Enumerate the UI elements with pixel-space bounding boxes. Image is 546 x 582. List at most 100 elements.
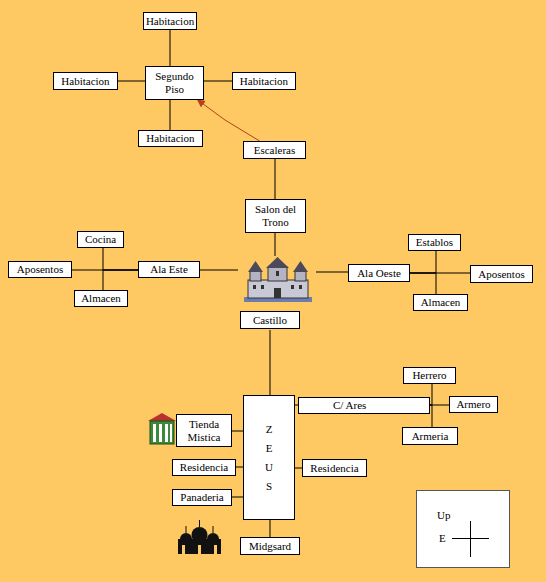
connector-line (316, 272, 348, 273)
location-box: Ala Oeste (348, 264, 410, 282)
location-name: Almacen (421, 296, 461, 309)
location-box: Establos (408, 234, 461, 251)
connector-line (275, 159, 276, 199)
connector-line (410, 251, 436, 273)
connector-line (275, 233, 276, 256)
temple-arch (198, 545, 201, 554)
shop-wall (150, 421, 174, 444)
location-name: Establos (416, 236, 453, 249)
castle-window (276, 271, 279, 276)
compass-label: Up (437, 509, 450, 522)
location-box: Habitacion (138, 130, 203, 147)
location-box: Aposentos (470, 265, 533, 283)
location-name: Midgsard (249, 540, 291, 553)
castle-node: Castillo (238, 256, 316, 330)
location-name: Cocina (85, 233, 116, 246)
location-name: Aposentos (17, 263, 63, 276)
castle-label-box: Castillo (240, 311, 300, 329)
castle-window (261, 285, 264, 289)
location-name: Residencia (180, 461, 228, 474)
castle-roof (248, 261, 263, 272)
location-name: Aposentos (478, 268, 524, 281)
castle-tower (250, 271, 261, 281)
shop-roof (148, 413, 176, 421)
location-box: Residencia (172, 459, 236, 476)
location-name: Castillo (253, 314, 287, 327)
castle-icon (244, 257, 312, 302)
temple-arch (214, 545, 217, 554)
location-name: Z E U S (264, 420, 275, 496)
connector-line (236, 467, 243, 468)
castle-tower (295, 271, 306, 281)
connector-line (103, 248, 138, 270)
castle-wall (248, 280, 308, 298)
location-box: Habitacion (232, 72, 296, 90)
connector-line (204, 81, 232, 82)
location-name: Armeria (412, 430, 449, 443)
connector-line (232, 431, 243, 432)
location-box: Habitacion (143, 12, 197, 30)
connector-line (103, 270, 138, 290)
connector-line (200, 270, 238, 271)
castle-tower (268, 267, 287, 281)
location-box: Tienda Mistica (176, 414, 232, 447)
connector-line (232, 497, 243, 498)
shop-stripe (170, 424, 172, 442)
temple-dome (180, 533, 192, 545)
castle-roof (293, 261, 308, 272)
location-name: Habitacion (61, 75, 109, 88)
location-box: Armeria (402, 427, 458, 445)
location-name: C/ Ares (333, 399, 366, 412)
connector-line (430, 405, 432, 427)
connector-line (295, 468, 302, 469)
location-name: Habitacion (240, 75, 288, 88)
connector-line (270, 520, 271, 537)
location-name: Armero (456, 398, 490, 411)
castle-window (299, 285, 302, 289)
temple-spire (213, 526, 214, 533)
connector-line (430, 384, 432, 405)
castle-window (253, 285, 256, 289)
shop-stripe (165, 424, 168, 442)
location-box: Segundo Piso (145, 66, 204, 100)
location-box: Almacen (74, 290, 128, 307)
location-box: Salon del Trono (245, 199, 306, 233)
connector-line (170, 30, 171, 66)
location-box: Ala Este (138, 261, 200, 278)
location-name: Segundo Piso (148, 70, 201, 96)
castle-door (274, 288, 281, 298)
shop-icon (148, 413, 176, 444)
location-name: Escaleras (254, 144, 296, 157)
temple-spire (186, 526, 187, 533)
location-name: Almacen (81, 292, 121, 305)
location-box: C/ Ares (298, 397, 430, 414)
location-name: Habitacion (146, 132, 194, 145)
location-box: Panaderia (172, 489, 232, 506)
temple-arch (182, 545, 185, 554)
compass-line (452, 538, 489, 539)
location-box: Almacen (413, 294, 468, 311)
castle-window (291, 285, 294, 289)
location-name: Ala Este (150, 263, 188, 276)
location-box: Aposentos (8, 261, 72, 278)
location-box: Herrero (403, 367, 456, 384)
plaza-box: Z E U S (243, 395, 295, 520)
location-box: Midgsard (240, 537, 300, 555)
location-box: Escaleras (243, 141, 306, 159)
location-name: Tienda Mistica (179, 418, 229, 444)
temple-spire (199, 520, 200, 527)
location-box: Cocina (77, 231, 124, 248)
location-box: Armero (449, 396, 498, 413)
location-box: Habitacion (53, 72, 118, 90)
temple-icon (178, 520, 221, 554)
temple-dome (207, 533, 219, 545)
location-name: Residencia (310, 462, 358, 475)
shop-stripe (153, 424, 156, 442)
connector-line (430, 405, 449, 406)
connector-line (410, 273, 436, 294)
connector-line (170, 100, 171, 130)
location-name: Herrero (412, 369, 446, 382)
connector-line (118, 81, 145, 82)
compass-box (417, 491, 510, 568)
